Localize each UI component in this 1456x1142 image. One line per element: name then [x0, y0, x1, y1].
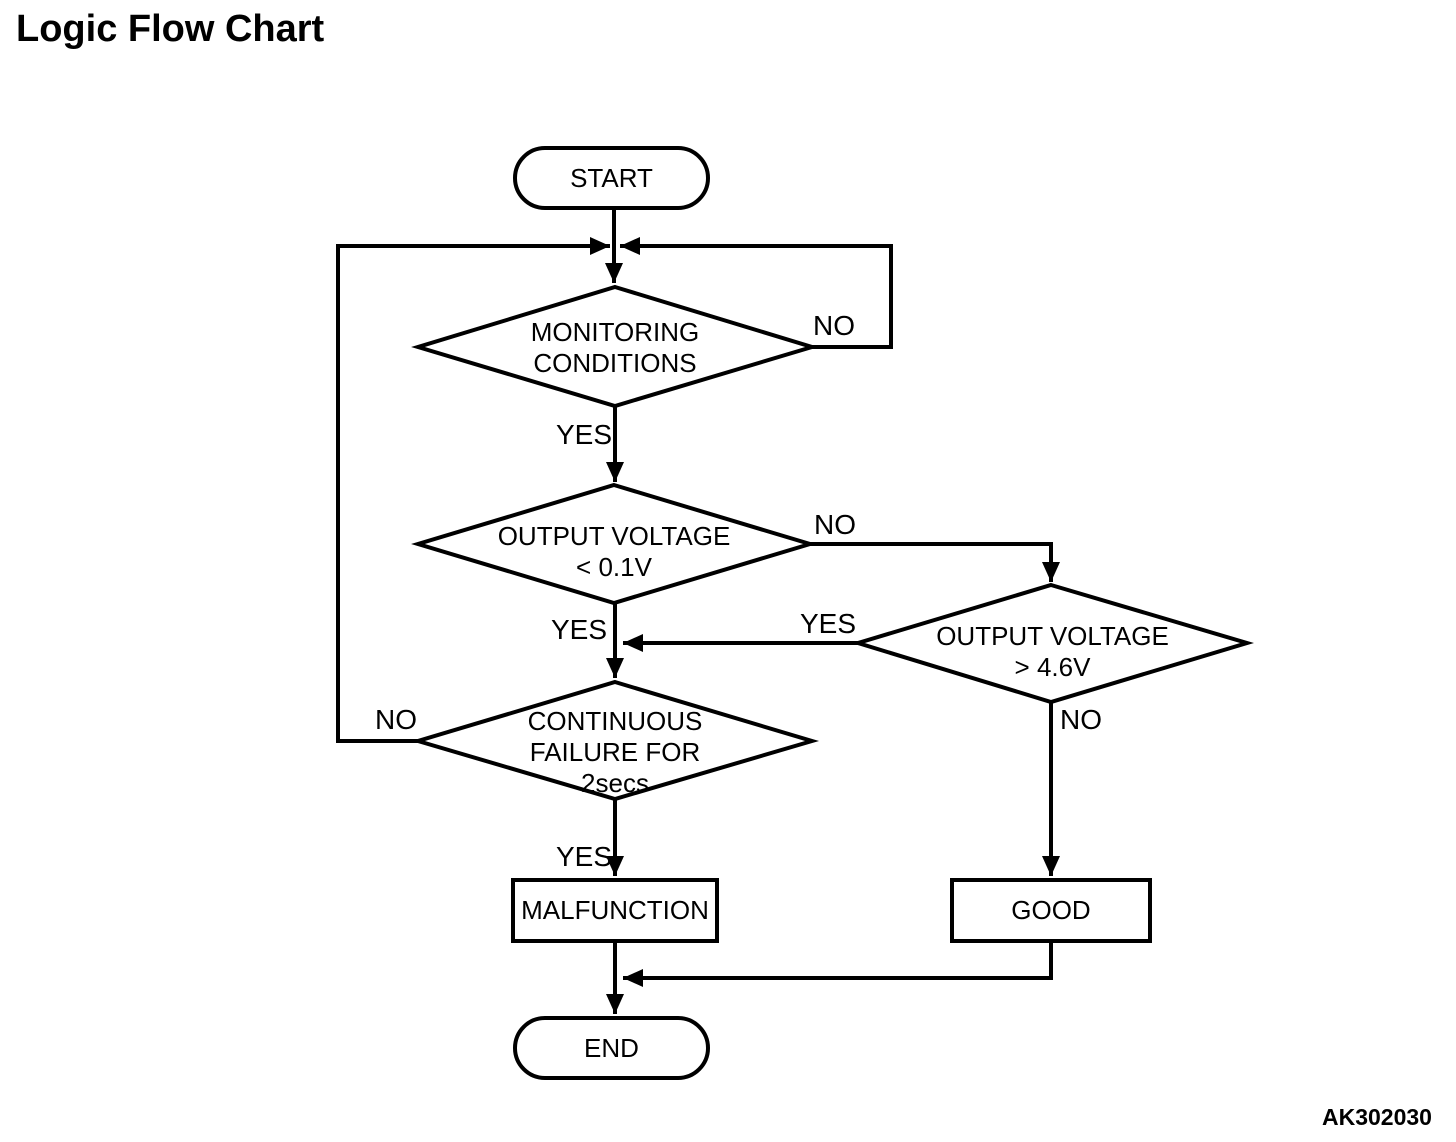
output-voltage-high-decision-shape — [851, 582, 1254, 705]
end-terminal-shape — [513, 1016, 710, 1080]
output-voltage-low-decision-shape — [411, 482, 817, 606]
start-terminal-shape — [513, 146, 710, 210]
page-title: Logic Flow Chart — [16, 8, 325, 50]
edge-monitoring-no-loop — [620, 237, 893, 349]
edge-good-to-end — [623, 941, 1053, 987]
edge-output-low-no — [810, 542, 1060, 582]
continuous-failure-decision-shape — [410, 679, 820, 802]
figure-code: AK302030 — [1322, 1104, 1432, 1130]
malfunction-process-shape — [511, 878, 719, 943]
edge-continuous-no-loop — [336, 237, 610, 743]
monitoring-conditions-decision-shape — [411, 284, 819, 409]
good-process-shape — [950, 878, 1152, 943]
